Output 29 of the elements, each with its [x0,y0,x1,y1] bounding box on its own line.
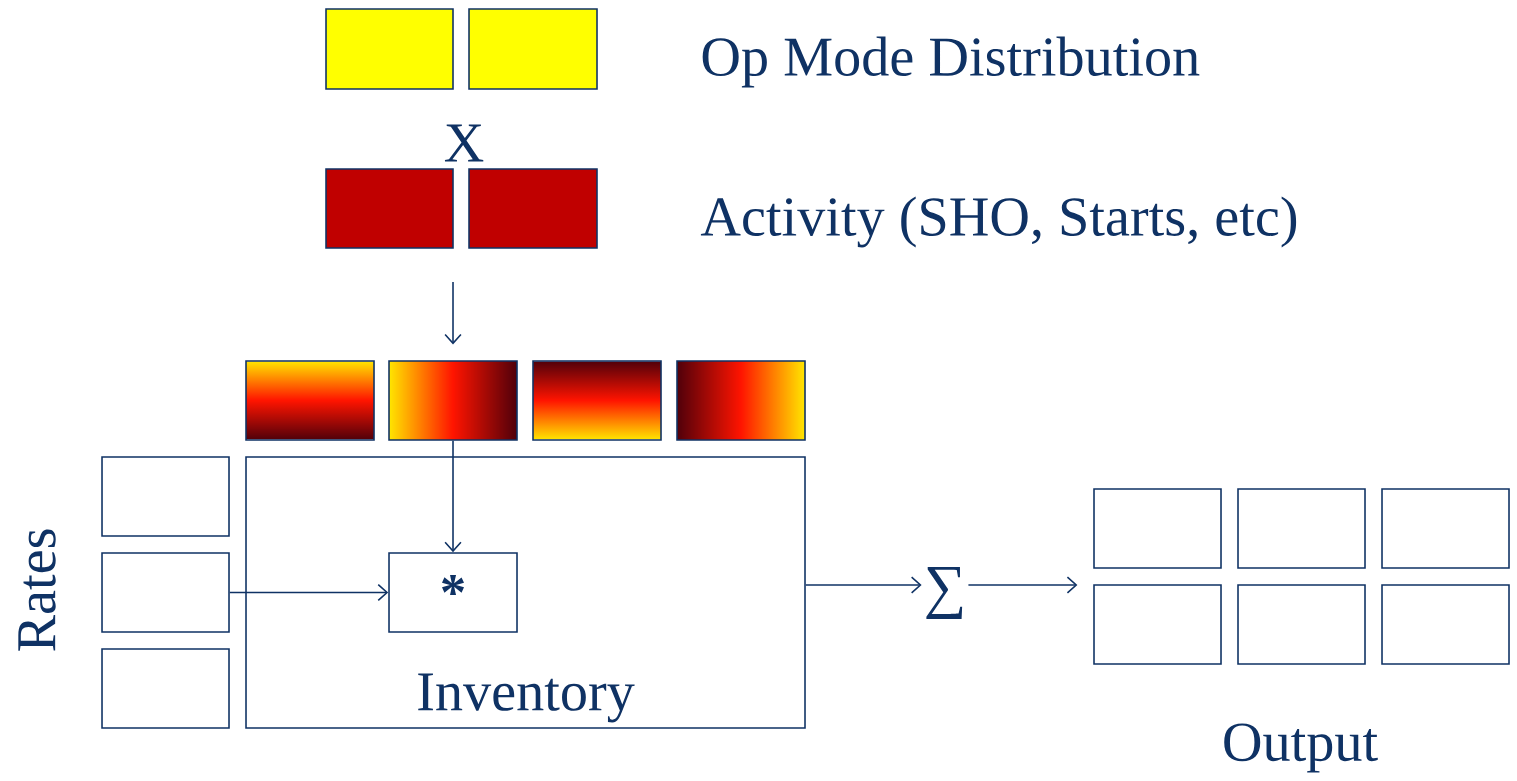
sum-symbol: ∑ [926,567,963,619]
matrix-block [468,8,598,90]
heading-label: Activity (SHO, Starts, etc) [700,196,1297,248]
arrow [444,281,462,345]
output-box [1237,584,1366,665]
output-box [1093,488,1222,569]
output-box [1381,488,1510,569]
heading-label: Op Mode Distribution [702,36,1200,88]
gradient-block [388,360,518,441]
arrow [805,576,922,594]
gradient-block [532,360,662,441]
rate-box [101,648,230,729]
output-box [1093,584,1222,665]
matrix-block [325,168,454,249]
multiply-box: * [388,552,518,633]
rate-box [101,552,230,633]
output-label: Output [1224,723,1378,773]
rate-box [101,456,230,537]
times-symbol: X [444,124,484,162]
output-box [1381,584,1510,665]
arrow [967,576,1078,594]
axis-label: Rates [18,529,56,651]
gradient-block [245,360,375,441]
matrix-block [468,168,598,249]
matrix-block [325,8,454,90]
arrow [444,440,462,553]
output-box [1237,488,1366,569]
gradient-block [676,360,806,441]
arrow [229,583,389,602]
